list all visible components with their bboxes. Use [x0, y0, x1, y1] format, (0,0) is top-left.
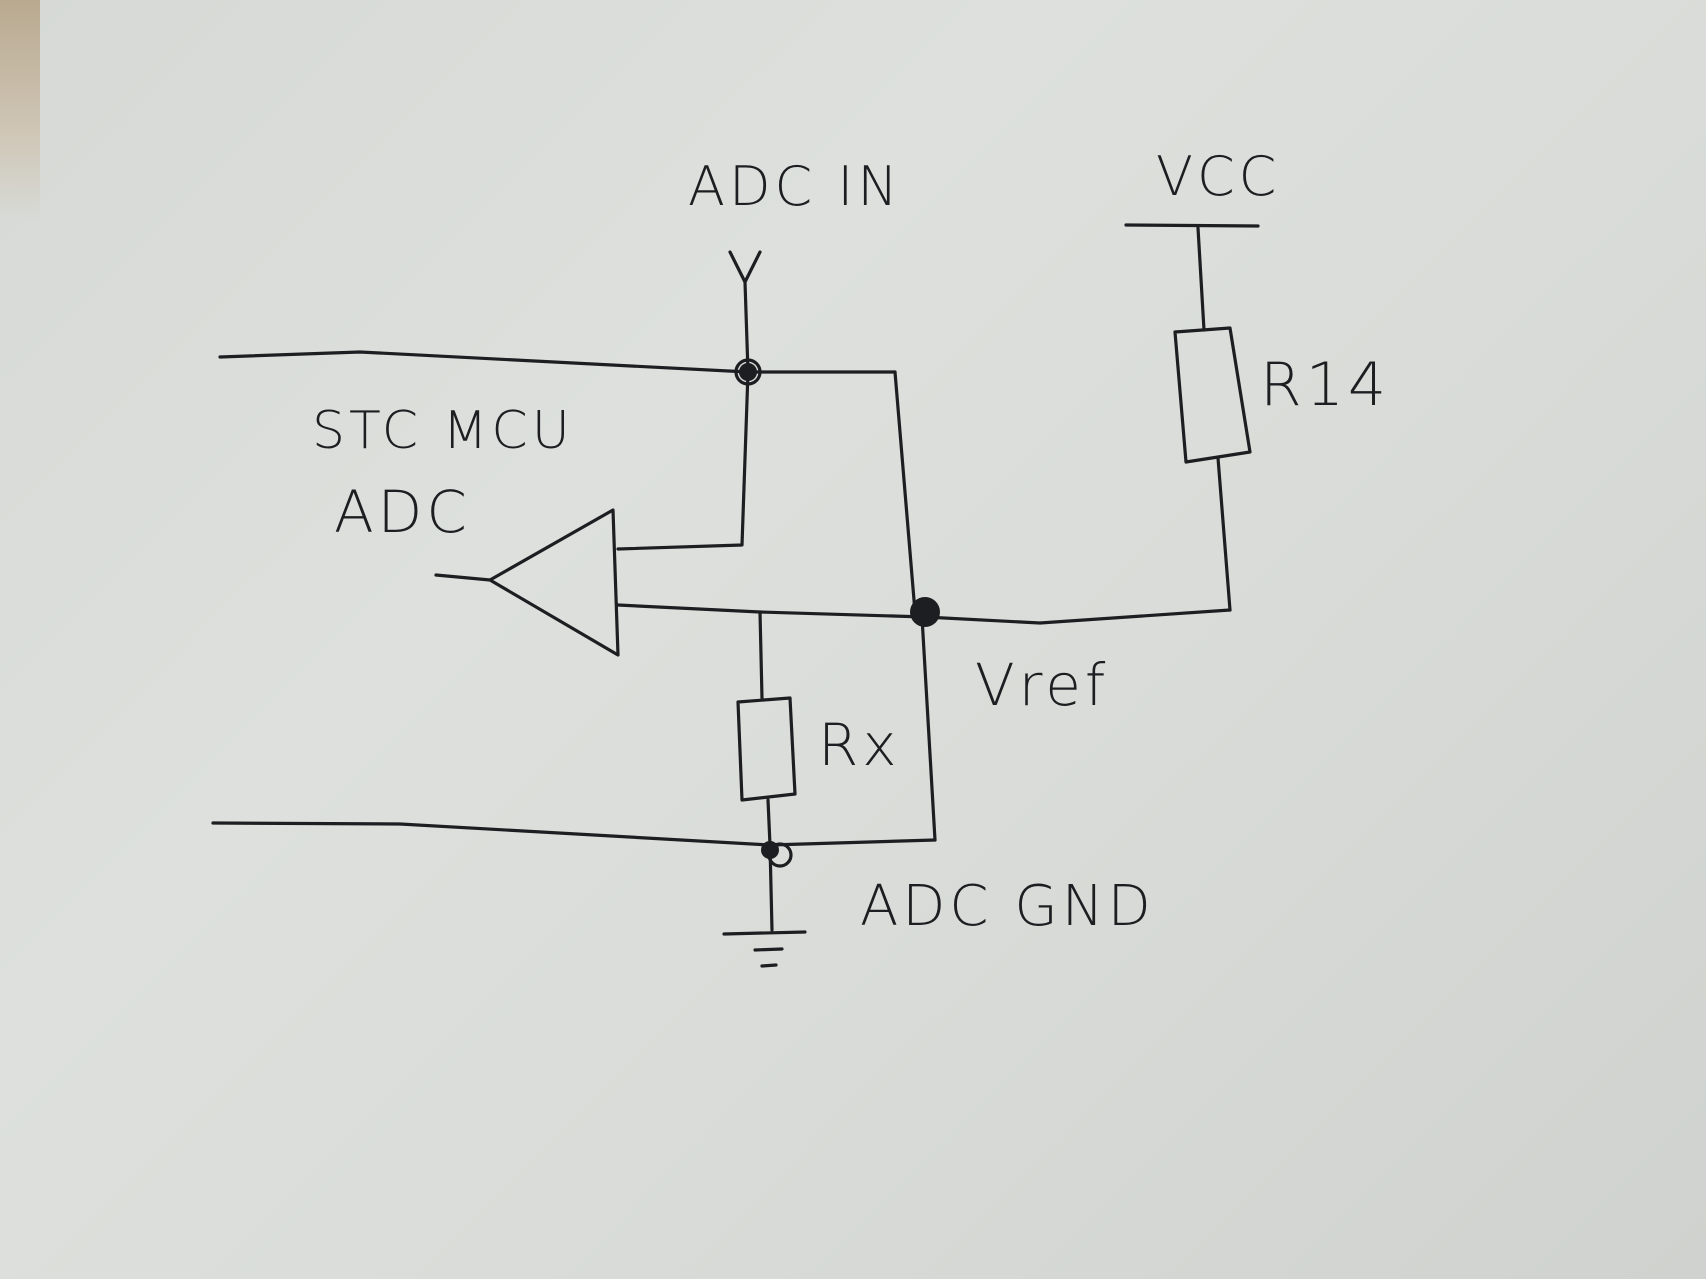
label-adc-gnd: ADC GND	[860, 874, 1155, 939]
vref-junction-dot	[910, 597, 940, 627]
ground-symbol-top	[722, 930, 807, 936]
label-vcc: VCC	[1156, 145, 1280, 208]
adc-in-junction-dot	[739, 363, 757, 381]
adc-in-junction-ring	[734, 358, 762, 386]
ground-symbol-bottom	[760, 963, 778, 968]
adc-in-to-comparator-wire	[616, 370, 750, 551]
label-adc-in: ADC IN	[688, 155, 902, 218]
rx-upper-wire	[758, 610, 764, 700]
r14-lower-wire	[1216, 456, 1232, 612]
label-rx: Rx	[818, 711, 901, 779]
r14-resistor-body	[1173, 326, 1252, 464]
rx-resistor-body	[736, 696, 797, 802]
adc-in-lead-wire	[743, 280, 750, 374]
adc-output-wire	[434, 573, 492, 582]
label-r14: R14	[1260, 350, 1390, 420]
rx-lower-wire	[766, 798, 772, 847]
adc-gnd-junction-ring	[767, 842, 793, 868]
comparator-to-vref-wire	[616, 603, 927, 619]
ground-symbol-mid	[753, 947, 784, 952]
bottom-gnd-wire	[211, 821, 937, 847]
label-stc-mcu: STC MCU	[312, 401, 574, 461]
label-adc: ADC	[334, 478, 471, 546]
vcc-to-r14-wire	[1196, 226, 1206, 332]
adc-in-arrow	[728, 250, 762, 284]
vcc-bar	[1124, 223, 1260, 228]
top-signal-wire	[218, 350, 897, 374]
adc-comparator-symbol	[488, 508, 620, 657]
vref-to-r14-wire	[923, 608, 1232, 625]
right-vertical-wire	[893, 370, 917, 614]
vref-to-gnd-wire	[920, 615, 937, 842]
paper-corner-shadow	[0, 0, 40, 220]
label-vref: Vref	[975, 651, 1109, 719]
